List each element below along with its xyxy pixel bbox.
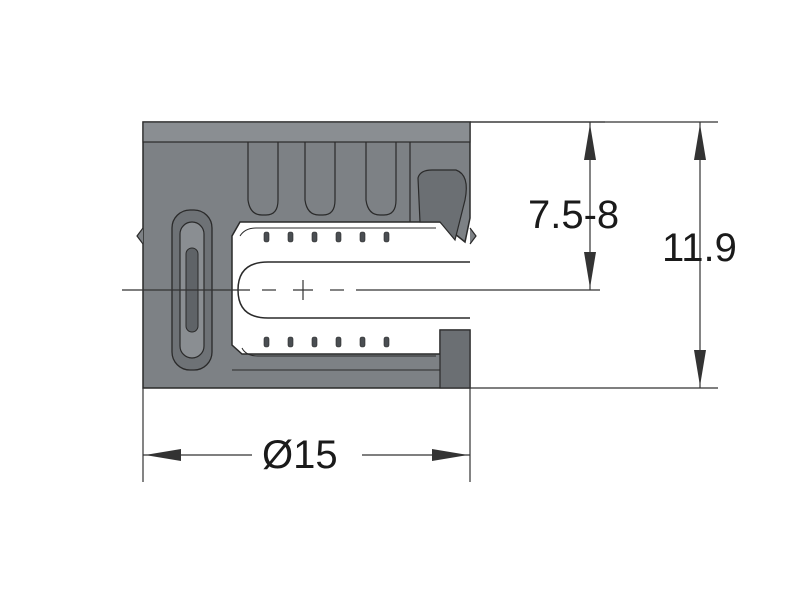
small-hole [311, 336, 318, 348]
small-hole [335, 336, 342, 348]
small-hole [263, 231, 270, 243]
small-hole [383, 336, 390, 348]
diameter-label: Ø15 [262, 433, 338, 477]
dimension-diameter [142, 388, 471, 482]
small-hole [359, 336, 366, 348]
inner-rim [239, 227, 436, 357]
bottom-step [439, 329, 471, 389]
top-band [142, 121, 471, 143]
left-bump-top [136, 227, 144, 245]
small-hole [335, 231, 342, 243]
small-hole [383, 231, 390, 243]
height-label: 11.9 [662, 226, 737, 270]
right-hook [417, 169, 467, 242]
depth-label: 7.5-8 [528, 193, 620, 237]
small-hole [287, 336, 294, 348]
small-hole [359, 231, 366, 243]
small-hole [263, 336, 270, 348]
small-hole [287, 231, 294, 243]
small-hole [311, 231, 318, 243]
connector-housing [136, 121, 477, 389]
hole-row-top [263, 231, 390, 243]
dimension-height [470, 121, 718, 389]
top-ribs [247, 142, 411, 222]
hole-row-bottom [263, 336, 390, 348]
center-line [122, 280, 600, 300]
right-bump [469, 227, 477, 245]
